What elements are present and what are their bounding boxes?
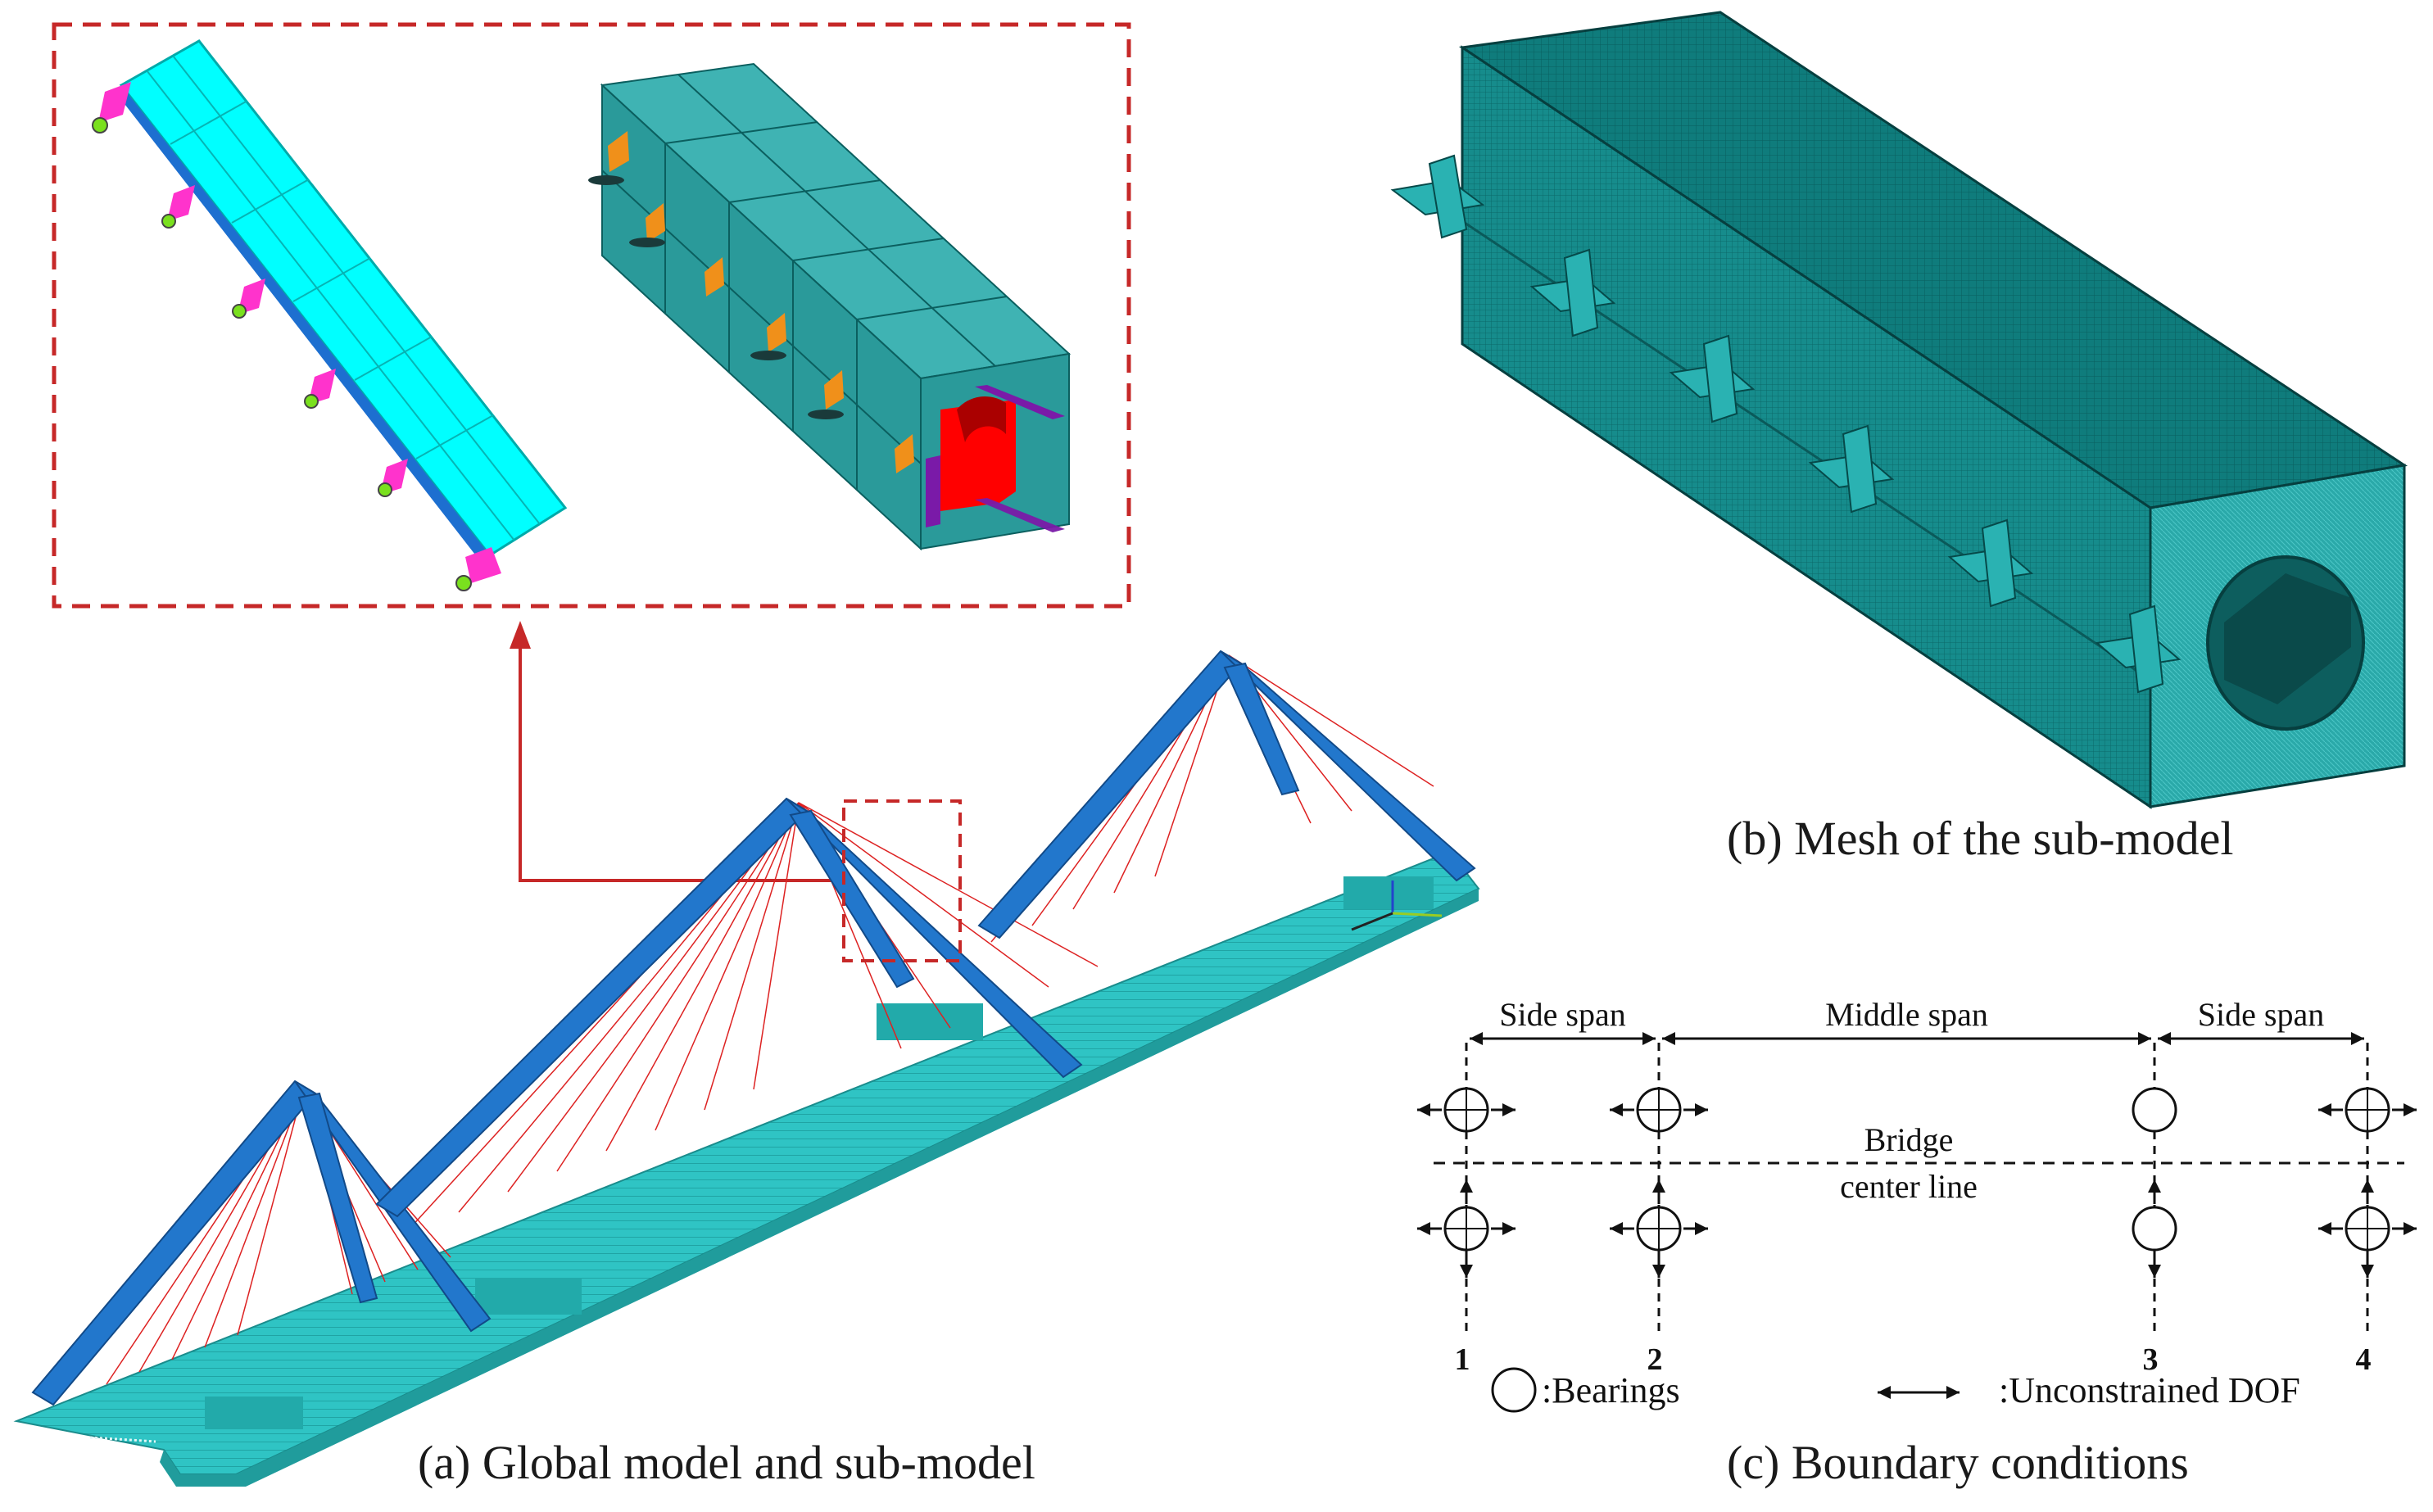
dof-arrow-up-4-2-head [2361, 1179, 2374, 1193]
dof-arrow-left-4-2-head [2318, 1222, 2331, 1235]
mesh-anchors [1390, 154, 2182, 694]
stay-cables [106, 654, 1434, 1385]
dof-arrow-right-1-1-head [1502, 1103, 1516, 1116]
centerline-label-1: Bridge [1864, 1121, 1954, 1158]
axis-triad-icon [1351, 880, 1443, 931]
dof-arrow-left-2-2-head [1610, 1222, 1623, 1235]
support-number-2: 2 [1647, 1342, 1663, 1377]
dof-arrow-right-2-2-head [1695, 1222, 1708, 1235]
span-arrow-side_right-left-head [2158, 1032, 2171, 1045]
dof-arrow-left-1-2-head [1417, 1222, 1430, 1235]
legend-bearings-label: :Bearings [1542, 1370, 1680, 1410]
callout-arrow [510, 621, 844, 882]
legend-dof-arrow-left-head [1878, 1386, 1891, 1399]
dof-arrow-down-4-2-head [2361, 1265, 2374, 1278]
bearing-circle-3-1 [2132, 1087, 2177, 1133]
legend-dof-arrow-right-head [1946, 1386, 1960, 1399]
caption-a: (a) Global model and sub-model [418, 1436, 1035, 1489]
dof-arrow-right-1-2-head [1502, 1222, 1516, 1235]
span-arrow-side_right-right-head [2351, 1032, 2364, 1045]
span-arrow-middle-left-head [1662, 1032, 1675, 1045]
span-arrow-side_left-left-head [1470, 1032, 1483, 1045]
box-anchors [588, 131, 914, 473]
dof-arrow-right-4-2-head [2404, 1222, 2417, 1235]
panel-b-mesh [1390, 11, 2408, 809]
dof-arrow-down-2-2-head [1652, 1265, 1665, 1278]
span-arrow-middle-right-head [2138, 1032, 2151, 1045]
submodel-callout-box [52, 22, 1131, 609]
dof-arrow-right-2-1-head [1695, 1103, 1708, 1116]
dof-arrow-down-1-2-head [1460, 1265, 1473, 1278]
span-arrow-side_left-right-head [1642, 1032, 1656, 1045]
dof-arrow-up-1-2-head [1460, 1179, 1473, 1193]
legend-bearing-icon [1491, 1367, 1537, 1413]
dof-arrow-left-4-1-head [2318, 1103, 2331, 1116]
region-marker-box [842, 799, 962, 962]
caption-b: (b) Mesh of the sub-model [1727, 812, 2234, 865]
span-label-side_right: Side span [2198, 996, 2324, 1033]
dof-arrow-left-2-1-head [1610, 1103, 1623, 1116]
pylons [31, 650, 1476, 1406]
dof-arrow-up-3-2-head [2148, 1179, 2161, 1193]
support-number-3: 3 [2143, 1342, 2159, 1377]
legend-dof-label: :Unconstrained DOF [1999, 1370, 2300, 1410]
box-submodel [588, 62, 1072, 551]
dof-arrow-right-4-1-head [2404, 1103, 2417, 1116]
panel-a-global-model [13, 22, 1480, 1487]
dof-arrow-up-2-2-head [1652, 1179, 1665, 1193]
support-number-1: 1 [1455, 1342, 1470, 1377]
span-label-middle: Middle span [1825, 996, 1988, 1033]
bearing-circle-3-2 [2132, 1206, 2177, 1252]
span-label-side_left: Side span [1499, 996, 1625, 1033]
caption-c: (c) Boundary conditions [1727, 1436, 2189, 1489]
beam-submodel [92, 39, 568, 591]
dof-arrow-left-1-1-head [1417, 1103, 1430, 1116]
dof-arrow-down-3-2-head [2148, 1265, 2161, 1278]
beam-bearings [92, 82, 501, 591]
support-number-4: 4 [2356, 1342, 2372, 1377]
centerline-label-2: center line [1840, 1168, 1978, 1205]
